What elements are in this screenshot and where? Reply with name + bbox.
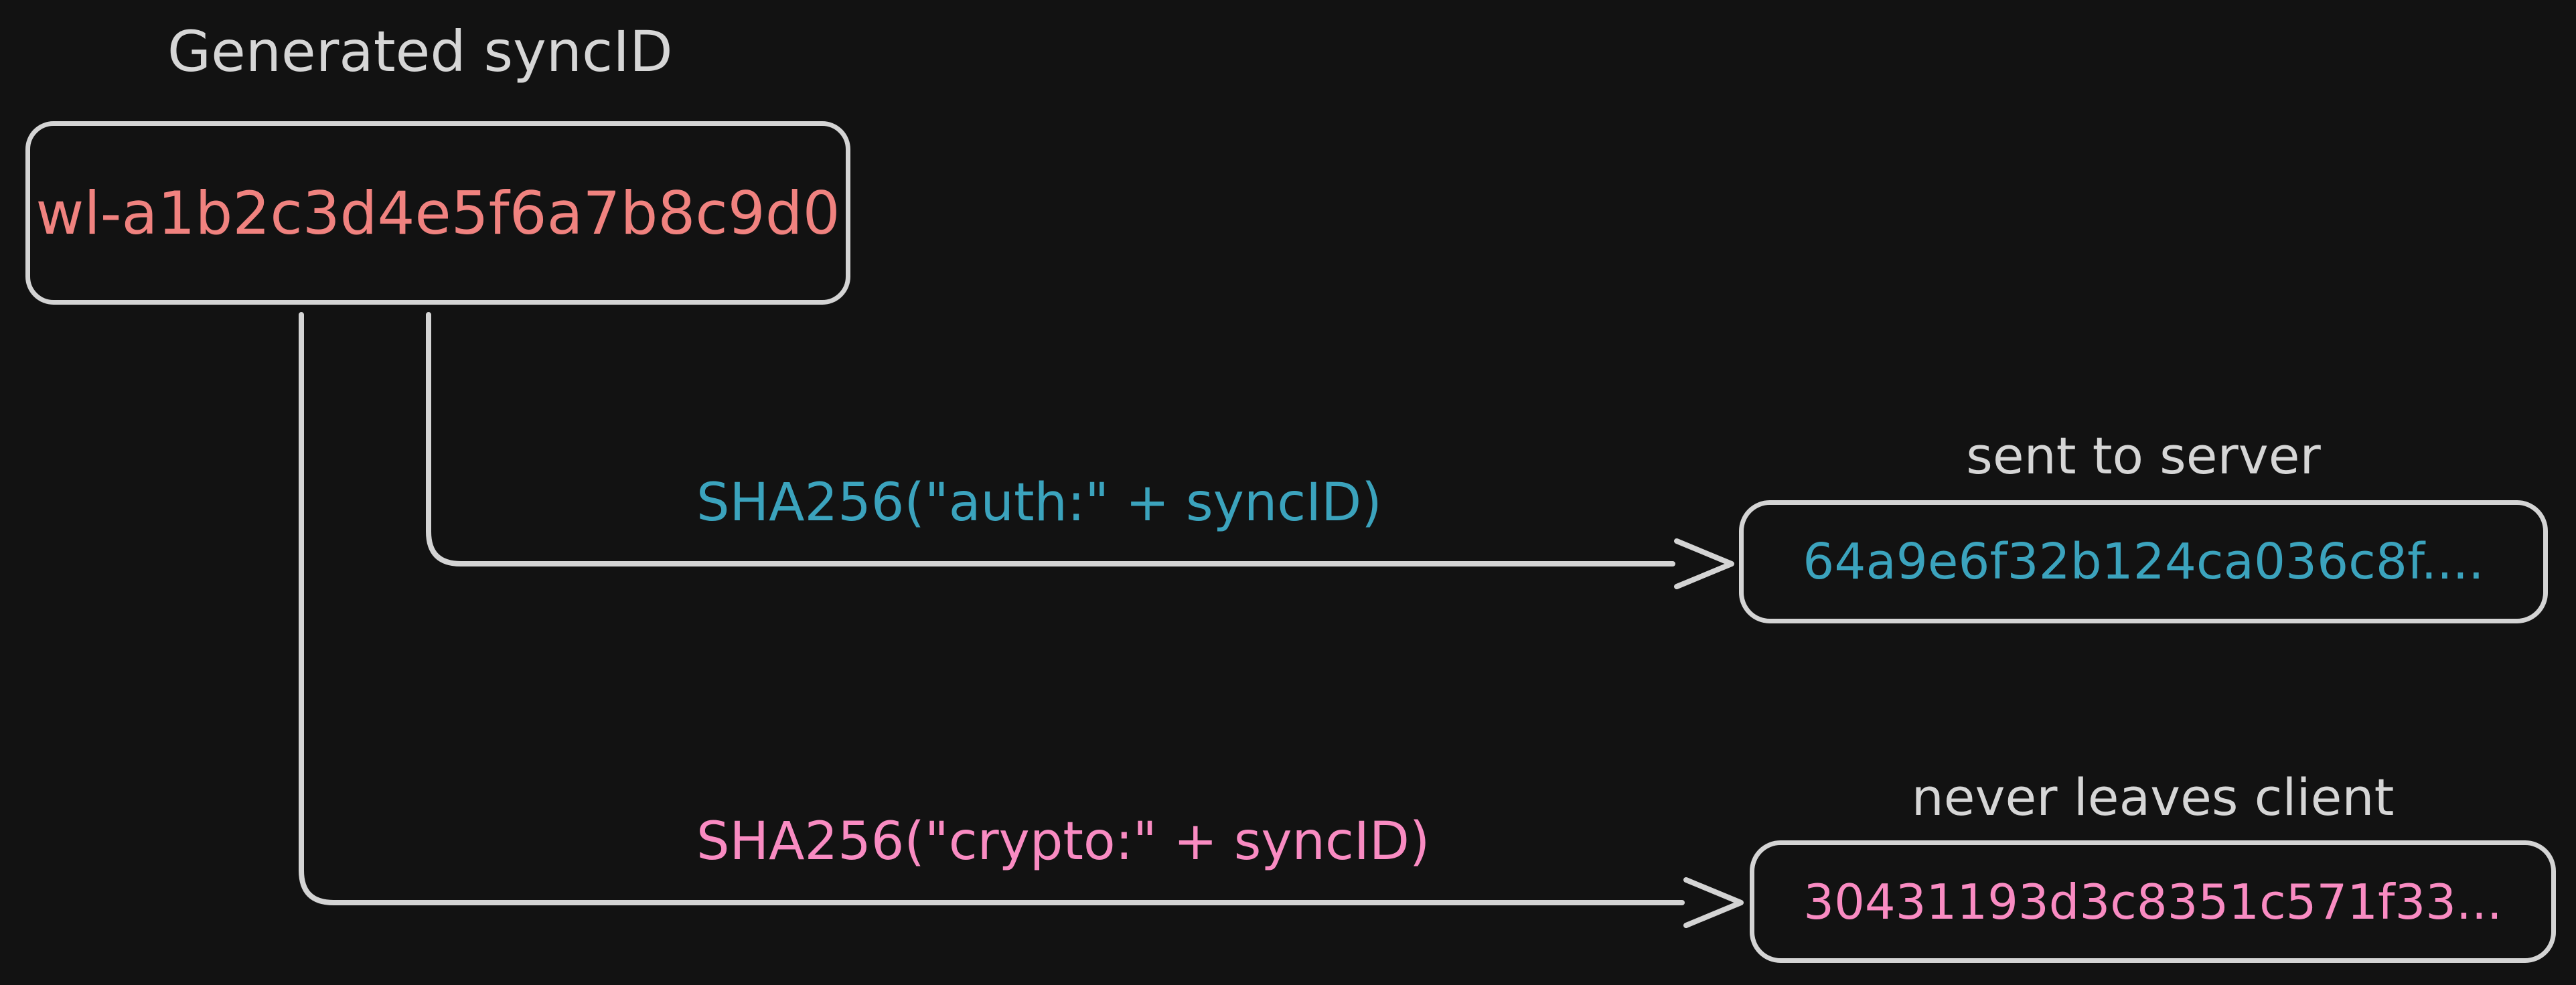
auth-arrowhead-icon bbox=[1674, 538, 1734, 589]
auth-result-caption: sent to server bbox=[1966, 426, 2321, 485]
crypto-arrow-line bbox=[299, 312, 1685, 905]
auth-transform-label: SHA256("auth:" + syncID) bbox=[696, 473, 1382, 533]
syncid-box: wl-a1b2c3d4e5f6a7b8c9d0 bbox=[25, 121, 850, 305]
syncid-title: Generated syncID bbox=[167, 19, 673, 84]
auth-arrow-line bbox=[426, 312, 1675, 566]
crypto-hash-box: 30431193d3c8351c571f33... bbox=[1750, 840, 2556, 963]
auth-hash-value: 64a9e6f32b124ca036c8f.... bbox=[1803, 533, 2484, 591]
crypto-transform-label: SHA256("crypto:" + syncID) bbox=[696, 812, 1430, 872]
auth-hash-box: 64a9e6f32b124ca036c8f.... bbox=[1739, 500, 2548, 623]
crypto-hash-value: 30431193d3c8351c571f33... bbox=[1803, 873, 2502, 930]
crypto-arrowhead-icon bbox=[1683, 877, 1744, 928]
crypto-result-caption: never leaves client bbox=[1911, 767, 2395, 827]
syncid-value: wl-a1b2c3d4e5f6a7b8c9d0 bbox=[35, 178, 840, 248]
